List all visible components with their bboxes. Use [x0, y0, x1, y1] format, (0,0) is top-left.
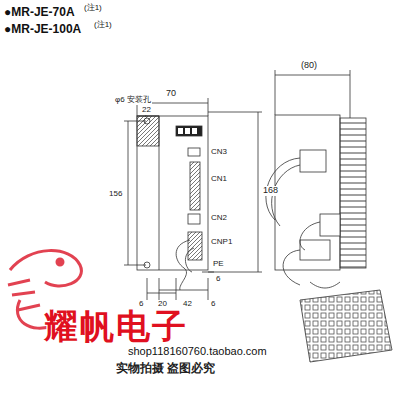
connector-name: CN3: [210, 148, 228, 157]
hole-note: φ6 安装孔: [114, 96, 152, 105]
connector-name: CN1: [210, 175, 228, 184]
dimension: 168: [262, 186, 279, 196]
dimension: (80): [300, 61, 318, 71]
model-name: ●MR-JE-70A: [4, 6, 75, 19]
connector-name: CN2: [210, 214, 228, 223]
model-name: ●MR-JE-100A: [4, 23, 81, 36]
watermark: 耀帆电子: [44, 308, 188, 345]
watermark: 实物拍摄 盗图必究: [116, 362, 215, 375]
note-mark: (注1): [94, 21, 112, 30]
terminal-name: PE: [212, 260, 225, 269]
dimension: 6: [210, 300, 216, 309]
dimension: 156: [108, 190, 123, 199]
note-mark: (注1): [84, 4, 102, 13]
watermark: shop118160760.taobao.com: [128, 345, 267, 357]
dimension: 6: [215, 275, 221, 284]
dimension: 22: [141, 106, 152, 115]
dimension: 70: [165, 89, 177, 99]
connector-name: CNP1: [210, 238, 233, 247]
